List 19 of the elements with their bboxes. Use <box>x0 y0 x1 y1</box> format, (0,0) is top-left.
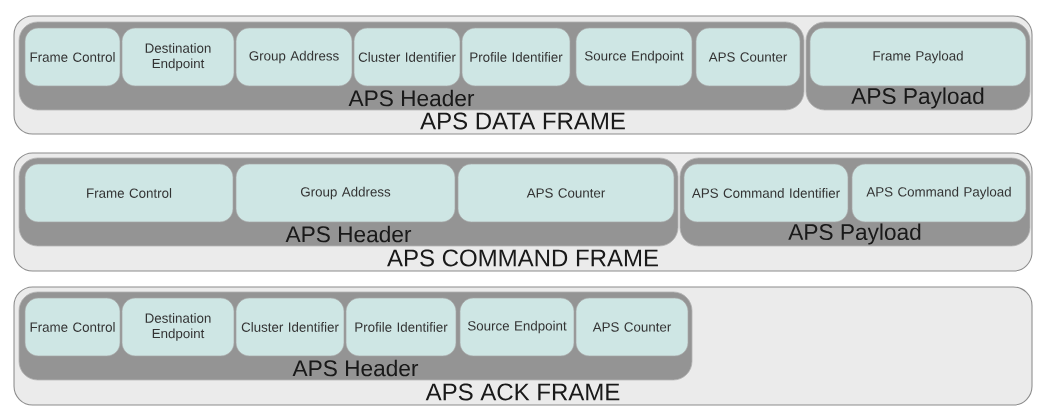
field-box: Cluster Identifier <box>235 297 345 357</box>
field-box: APS Counter <box>575 297 689 357</box>
field-box: Source Endpoint <box>459 297 575 357</box>
field-box: Group Address <box>235 163 456 223</box>
field-box: APS Counter <box>457 163 675 223</box>
field-box: Frame Control <box>24 163 234 223</box>
field-box: Frame Control <box>24 27 121 87</box>
field-box: Destination Endpoint <box>121 297 235 357</box>
field-box: Cluster Identifier <box>353 27 461 87</box>
field-box: APS Counter <box>695 27 801 87</box>
field-box: APS Command Identifier <box>683 163 849 223</box>
field-box: Profile Identifier <box>461 27 571 87</box>
field-box: Frame Control <box>24 297 121 357</box>
field-box: APS Command Payload <box>851 163 1027 223</box>
field-box: Profile Identifier <box>345 297 457 357</box>
field-box: Group Address <box>235 27 353 87</box>
field-box: Frame Payload <box>809 27 1027 87</box>
field-box: Destination Endpoint <box>121 27 235 87</box>
field-box: Source Endpoint <box>575 27 693 87</box>
